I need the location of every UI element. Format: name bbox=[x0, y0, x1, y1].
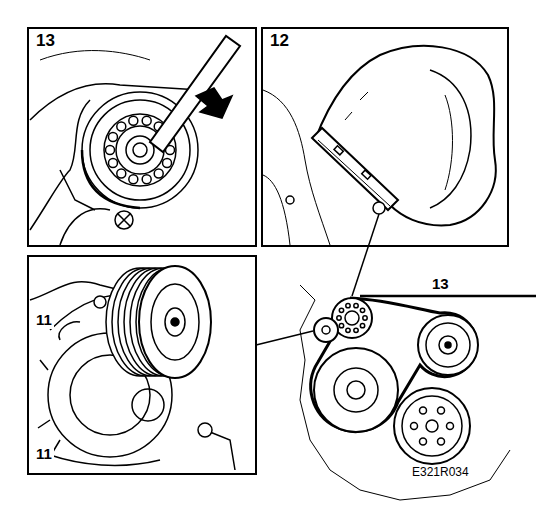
drawing-stroke bbox=[60, 170, 95, 210]
bearing-ball bbox=[360, 323, 364, 327]
callout-number: 11 bbox=[34, 312, 54, 329]
bearing-ball bbox=[346, 303, 350, 307]
drawing-stroke bbox=[362, 170, 371, 179]
drawing-stroke bbox=[345, 92, 368, 120]
drawing-stroke bbox=[118, 214, 130, 226]
drawing-stroke bbox=[334, 146, 343, 155]
bearing-ball bbox=[117, 122, 126, 131]
panel-frames bbox=[28, 28, 508, 474]
bearing-ball bbox=[363, 316, 367, 320]
drawing-stroke bbox=[133, 143, 147, 157]
alternator-detail bbox=[30, 266, 235, 470]
belt-layout bbox=[300, 285, 536, 500]
drawing-stroke bbox=[30, 100, 90, 230]
drawing-stroke bbox=[445, 95, 453, 190]
drawing-stroke bbox=[315, 46, 496, 226]
bearing-ball bbox=[420, 438, 427, 445]
drawing-stroke bbox=[373, 202, 385, 214]
drawing-stroke bbox=[286, 196, 294, 204]
leader-lines bbox=[256, 214, 379, 345]
bearing-ball bbox=[142, 116, 151, 125]
drawing-stroke bbox=[445, 342, 451, 348]
drawing-stroke bbox=[426, 420, 438, 432]
bearing-ball bbox=[438, 438, 445, 445]
bearing-ball bbox=[354, 328, 358, 332]
drawing-stroke bbox=[426, 323, 470, 367]
panel-number: 13 bbox=[34, 32, 57, 51]
drawing-stroke bbox=[151, 284, 199, 360]
drawing-stroke bbox=[430, 70, 471, 208]
drawing-stroke bbox=[318, 140, 390, 206]
callout-number: 13 bbox=[430, 276, 451, 293]
bearing-ball bbox=[163, 159, 172, 168]
drawing-stroke bbox=[28, 256, 256, 474]
callout-number: 11 bbox=[34, 446, 54, 463]
drawing-stroke bbox=[262, 28, 508, 246]
bearing-ball bbox=[142, 175, 151, 184]
drawing-stroke bbox=[59, 322, 80, 340]
bearing-ball bbox=[360, 308, 364, 312]
drawing-stroke bbox=[402, 396, 462, 456]
drawing-stroke bbox=[196, 88, 232, 118]
bearing-ball bbox=[108, 132, 117, 141]
drawing-stroke bbox=[38, 360, 60, 460]
drawing-stroke bbox=[50, 455, 160, 465]
bearing-ball bbox=[129, 175, 138, 184]
drawing-stroke bbox=[439, 336, 457, 354]
drawing-stroke bbox=[334, 368, 378, 412]
drawing-stroke bbox=[198, 423, 212, 437]
bearing-ball bbox=[106, 146, 115, 155]
bearing-ball bbox=[420, 407, 427, 414]
bearing-ball bbox=[108, 159, 117, 168]
bearing-ball bbox=[411, 423, 418, 430]
drawing-stroke bbox=[171, 318, 179, 326]
tensioner-detail bbox=[30, 36, 240, 245]
bearing-ball bbox=[154, 169, 163, 178]
drawing-stroke bbox=[115, 211, 133, 229]
drawing-stroke bbox=[28, 28, 256, 246]
drawing-stroke bbox=[132, 389, 164, 421]
drawing-stroke bbox=[394, 388, 470, 464]
drawing-stroke bbox=[165, 308, 185, 336]
bearing-ball bbox=[339, 308, 343, 312]
drawing-stroke bbox=[347, 381, 365, 399]
figure-code: E321R034 bbox=[410, 466, 471, 479]
drawing-stroke bbox=[82, 150, 140, 208]
panel-number: 12 bbox=[268, 32, 291, 51]
drawing-stroke bbox=[411, 407, 454, 445]
drawing-stroke bbox=[337, 303, 367, 332]
drawing-stroke bbox=[60, 209, 110, 245]
bearing-ball bbox=[354, 303, 358, 307]
bearing-ball bbox=[117, 169, 126, 178]
drawing-stroke bbox=[312, 128, 398, 210]
drawing-stroke bbox=[30, 282, 120, 300]
drawing-stroke bbox=[139, 266, 211, 378]
drawing-stroke bbox=[263, 90, 330, 245]
drawing-stroke bbox=[345, 311, 359, 325]
drawing-stroke bbox=[126, 136, 154, 164]
drawing-stroke bbox=[150, 36, 240, 152]
drawing-stroke bbox=[40, 51, 150, 60]
drawing-stroke bbox=[314, 348, 398, 432]
bearing-ball bbox=[447, 423, 454, 430]
bearing-ball bbox=[438, 407, 445, 414]
drawing-stroke bbox=[263, 175, 290, 245]
drawing-stroke bbox=[322, 326, 330, 334]
drawing-stroke bbox=[256, 331, 313, 345]
bearing-ball bbox=[346, 328, 350, 332]
drawing-stroke bbox=[352, 214, 379, 296]
drive-belt bbox=[360, 295, 536, 298]
drawing-stroke bbox=[300, 285, 400, 500]
bearing-ball bbox=[129, 116, 138, 125]
drawing-stroke bbox=[314, 318, 338, 342]
drawing-stroke bbox=[418, 315, 478, 375]
bearing-ball bbox=[339, 323, 343, 327]
bearing-ball bbox=[337, 316, 341, 320]
drawing-stroke bbox=[94, 296, 106, 308]
